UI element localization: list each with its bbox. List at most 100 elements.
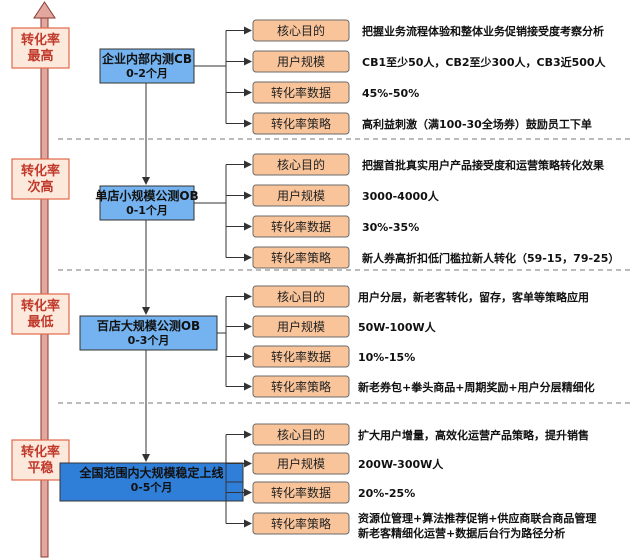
stage: 转化率平稳全国范围内大规模稳定上线0-5个月核心目的扩大用户增量，高效化运营产品… [11, 423, 596, 540]
rate-label-text: 次高 [27, 179, 53, 195]
item-tag [252, 512, 350, 535]
item-value: 10%-15% [358, 351, 415, 364]
phase-title: 百店大规模公测OB [97, 318, 200, 333]
item-value: 50W-100W人 [358, 320, 437, 334]
item-tag [252, 285, 350, 308]
item-value: 45%-50% [362, 87, 419, 100]
item-tag [252, 246, 350, 269]
phase-duration: 0-1个月 [126, 203, 168, 217]
phase-branch-connector [217, 292, 252, 391]
stage-item: 用户规模 50W-100W人 [252, 315, 437, 338]
item-tag-label: 用户规模 [277, 456, 325, 471]
item-tag [252, 215, 350, 238]
stage: 转化率最高企业内部内测CB0-2个月核心目的把握业务流程体验和整体业务促销接受度… [11, 19, 607, 135]
rate-label-text: 转化率 [21, 444, 60, 460]
stage-item: 转化率数据 20%-25% [252, 481, 415, 504]
item-tag [252, 481, 350, 504]
item-value: 200W-300W人 [358, 457, 444, 471]
stage-item: 核心目的 用户分层，新老客转化，留存，客单等策略应用 [252, 285, 589, 308]
item-tag-label: 核心目的 [277, 289, 325, 304]
stage-item: 转化率策略 高利益刺激（满100-30全场券）鼓励员工下单 [252, 112, 592, 135]
stage-item: 转化率策略 新人券高折扣低门槛拉新人转化（59-15，79-25） [252, 246, 619, 269]
item-tag [252, 19, 350, 42]
item-tag [252, 184, 350, 207]
item-value: 新人券高折扣低门槛拉新人转化（59-15，79-25） [362, 251, 619, 265]
item-value: 新老客精细化运营+数据后台行为路径分析 [358, 526, 565, 540]
item-tag-label: 转化率策略 [271, 116, 331, 131]
item-tag-label: 转化率策略 [271, 250, 331, 265]
item-tag-label: 转化率数据 [271, 485, 331, 500]
conversion-rate-arrow [33, 1, 56, 558]
stage-item: 转化率数据 10%-15% [252, 345, 415, 368]
item-tag-label: 转化率策略 [271, 379, 331, 394]
phase-title: 单店小规模公测OB [95, 188, 198, 203]
stage-item: 核心目的 扩大用户增量，高效化运营产品策略，提升销售 [252, 423, 589, 446]
item-tag-label: 转化率策略 [271, 516, 331, 531]
item-tag-label: 用户规模 [277, 188, 325, 203]
item-value: CB1至少50人，CB2至少300人，CB3近500人 [362, 55, 607, 69]
item-tag [252, 81, 350, 104]
item-value: 30%-35% [362, 221, 419, 234]
item-tag-label: 核心目的 [277, 23, 325, 38]
phase-title: 企业内部内测CB [101, 51, 192, 66]
stage-item: 用户规模 3000-4000人 [252, 184, 440, 207]
rate-label-text: 转化率 [21, 298, 60, 314]
stages: 转化率最高企业内部内测CB0-2个月核心目的把握业务流程体验和整体业务促销接受度… [11, 19, 619, 540]
item-value: 高利益刺激（满100-30全场券）鼓励员工下单 [362, 117, 592, 131]
item-tag-label: 核心目的 [277, 427, 325, 442]
phase-branch-connector [194, 160, 252, 262]
item-value: 资源位管理+算法推荐促销+供应商联合商品管理 [358, 511, 596, 525]
item-tag [252, 315, 350, 338]
item-tag-label: 转化率数据 [271, 349, 331, 364]
item-tag [252, 452, 350, 475]
item-tag [252, 153, 350, 176]
item-tag [252, 423, 350, 446]
item-tag-label: 转化率数据 [271, 85, 331, 100]
stage-item: 用户规模 CB1至少50人，CB2至少300人，CB3近500人 [252, 50, 607, 73]
stage-dividers [58, 138, 632, 404]
item-tag [252, 375, 350, 398]
item-tag-label: 核心目的 [277, 157, 325, 172]
phase-title: 全国范围内大规模稳定上线 [78, 465, 223, 480]
stage: 转化率最低百店大规模公测OB0-3个月核心目的用户分层，新老客转化，留存，客单等… [11, 285, 595, 398]
rate-label-text: 最低 [27, 314, 53, 330]
item-tag-label: 转化率数据 [271, 219, 331, 234]
item-value: 把握业务流程体验和整体业务促销接受度考察分析 [362, 24, 604, 38]
stage-item: 转化率策略 资源位管理+算法推荐促销+供应商联合商品管理新老客精细化运营+数据后台… [252, 511, 596, 540]
stage-item: 核心目的 把握首批真实用户产品接受度和运营策略转化效果 [252, 153, 604, 176]
phase-duration: 0-5个月 [131, 480, 173, 494]
stage-item: 核心目的 把握业务流程体验和整体业务促销接受度考察分析 [252, 19, 604, 42]
item-value: 用户分层，新老客转化，留存，客单等策略应用 [358, 290, 589, 304]
item-value: 新老券包+拳头商品+周期奖励+用户分层精细化 [358, 380, 595, 394]
rate-label-text: 转化率 [21, 32, 60, 48]
rate-label-text: 最高 [27, 48, 53, 64]
phase-duration: 0-3个月 [128, 333, 170, 347]
item-tag-label: 用户规模 [277, 319, 325, 334]
rate-label-text: 平稳 [27, 460, 53, 476]
item-value: 3000-4000人 [362, 189, 440, 203]
item-value: 把握首批真实用户产品接受度和运营策略转化效果 [362, 158, 604, 172]
phase-branch-connector [225, 430, 252, 528]
item-tag [252, 345, 350, 368]
item-value: 扩大用户增量，高效化运营产品策略，提升销售 [358, 428, 589, 442]
stage-item: 用户规模 200W-300W人 [252, 452, 444, 475]
item-tag [252, 50, 350, 73]
item-tag-label: 用户规模 [277, 54, 325, 69]
stage-item: 转化率数据 30%-35% [252, 215, 419, 238]
stage: 转化率次高单店小规模公测OB0-1个月核心目的把握首批真实用户产品接受度和运营策… [11, 153, 619, 269]
item-value: 20%-25% [358, 487, 415, 500]
phase-branch-connector [194, 26, 252, 128]
item-tag [252, 112, 350, 135]
stage-item: 转化率策略 新老券包+拳头商品+周期奖励+用户分层精细化 [252, 375, 595, 398]
phase-duration: 0-2个月 [126, 66, 168, 80]
stage-item: 转化率数据 45%-50% [252, 81, 419, 104]
rate-label-text: 转化率 [21, 163, 60, 179]
